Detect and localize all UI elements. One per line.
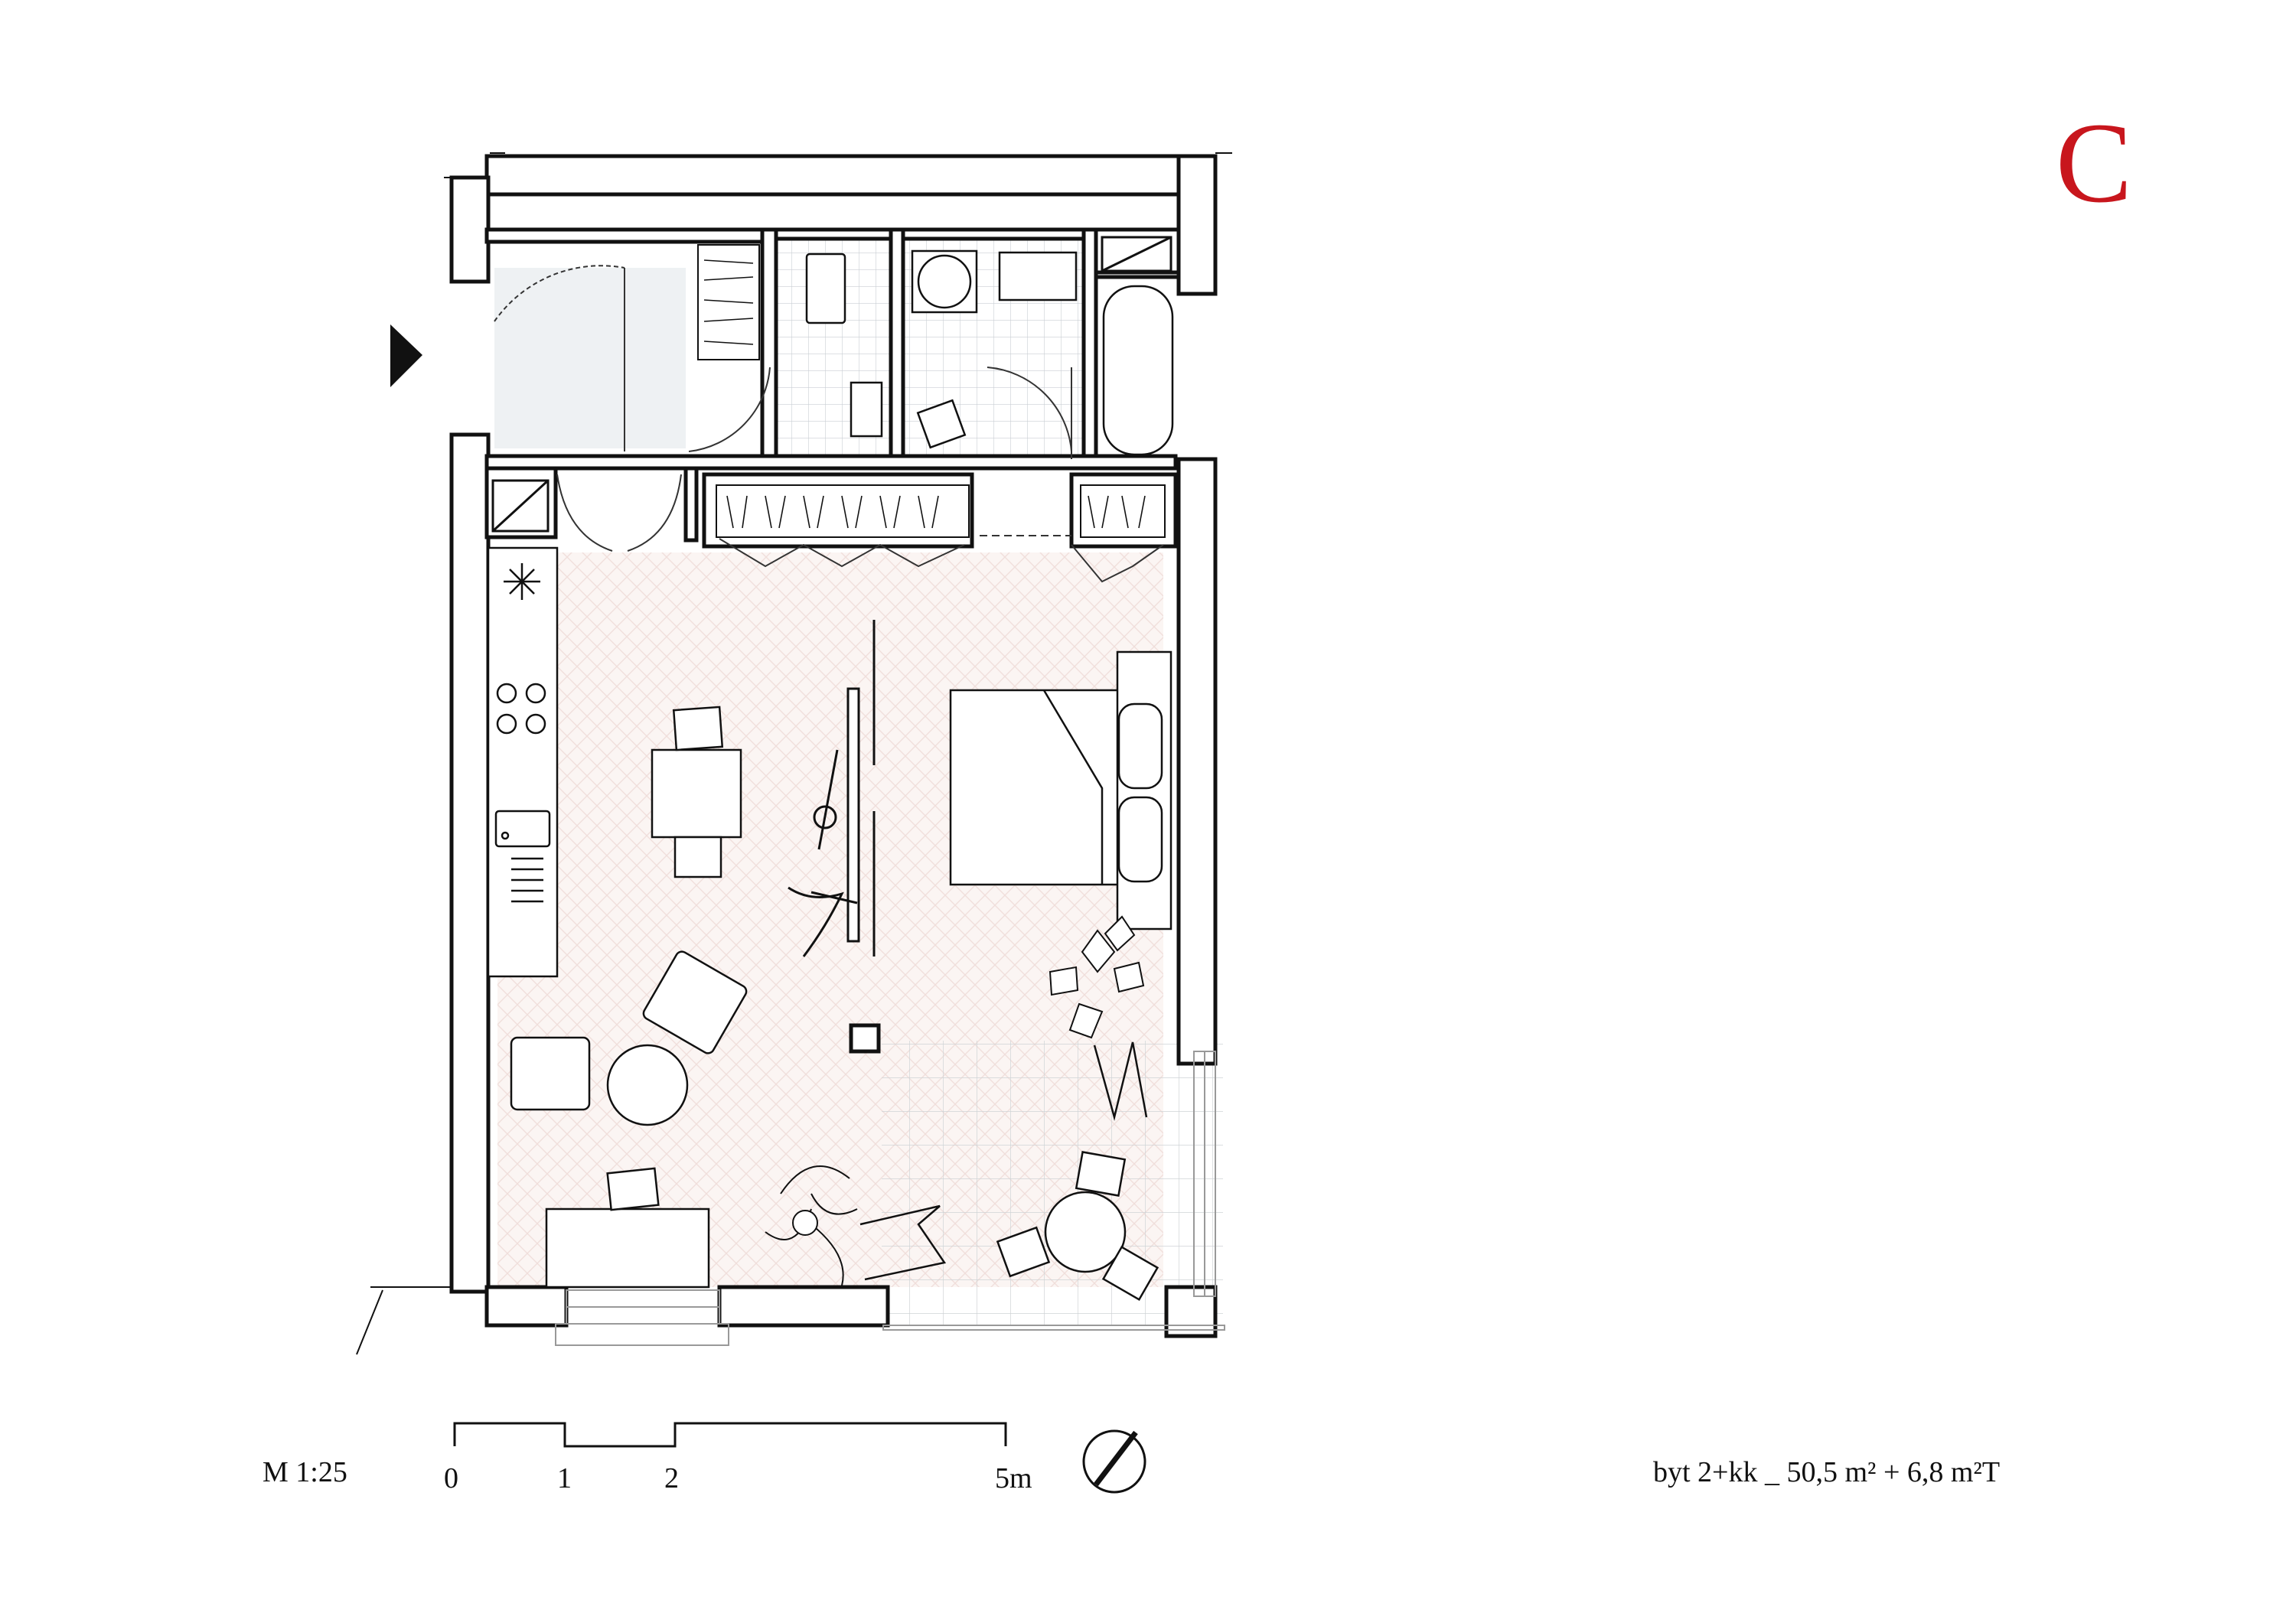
kitchen-counter bbox=[487, 546, 559, 978]
scale-bar bbox=[453, 1422, 1007, 1448]
terrace-railing bbox=[882, 1051, 1225, 1331]
desk bbox=[545, 1167, 710, 1289]
scale-tick-2: 2 bbox=[664, 1462, 679, 1494]
terrace-floor bbox=[882, 1041, 1223, 1325]
floors bbox=[494, 239, 1223, 1325]
windows bbox=[555, 1289, 729, 1346]
doors bbox=[494, 265, 1164, 583]
sheet-letter: C bbox=[2056, 99, 2133, 227]
scale-tick-5m: 5m bbox=[995, 1462, 1032, 1494]
partition-bicycle bbox=[788, 620, 876, 957]
scale-label: M 1:25 bbox=[263, 1456, 347, 1488]
lounge-set bbox=[510, 950, 748, 1126]
entry-floor bbox=[494, 268, 686, 448]
scale-tick-1: 1 bbox=[557, 1462, 572, 1494]
terrace-furniture bbox=[859, 1041, 1159, 1301]
plants bbox=[765, 915, 1145, 1286]
scale-tick-0: 0 bbox=[444, 1462, 458, 1494]
bed bbox=[949, 650, 1172, 930]
wardrobes bbox=[697, 244, 1166, 538]
shafts bbox=[491, 236, 1172, 533]
north-arrow-icon bbox=[1082, 1429, 1146, 1494]
bathroom-fixtures bbox=[805, 249, 1174, 456]
dining-set bbox=[651, 706, 742, 878]
entrance-arrow-icon bbox=[390, 324, 422, 387]
apartment-area-label: byt 2+kk _ 50,5 m² + 6,8 m²T bbox=[1653, 1456, 2001, 1488]
ground-line bbox=[356, 152, 1232, 1355]
